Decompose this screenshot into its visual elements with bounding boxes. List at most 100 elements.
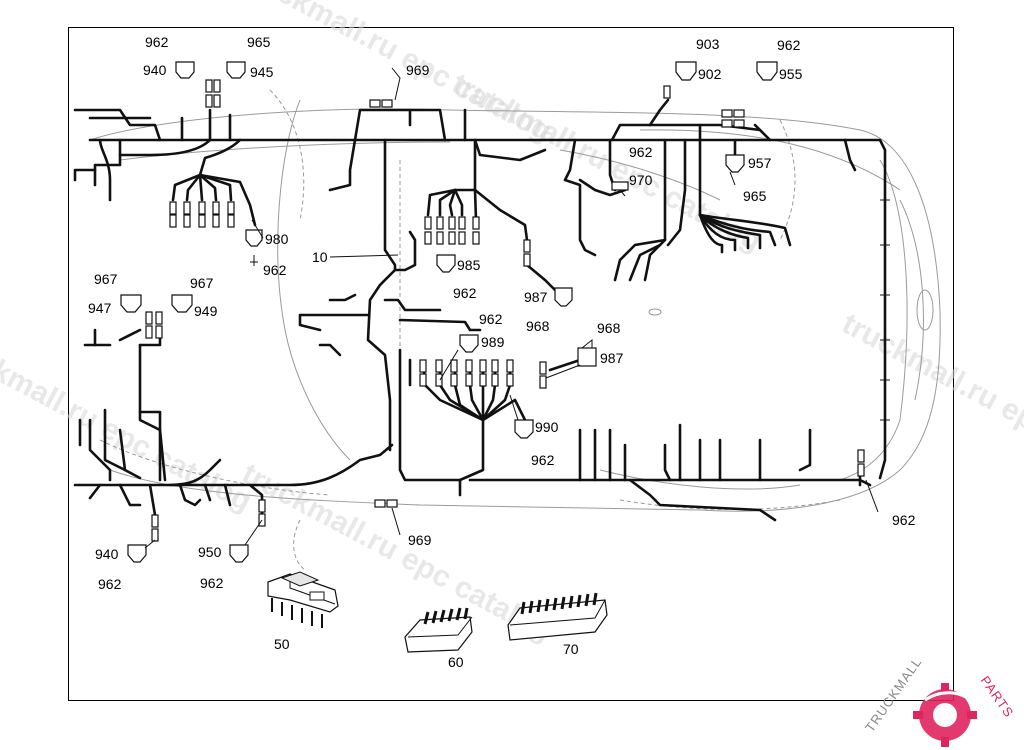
socket-connector [675, 61, 697, 81]
plug-connector [386, 499, 398, 508]
plug-connector [169, 214, 177, 228]
plug-connector [450, 373, 458, 387]
plug-connector [472, 216, 480, 230]
callout-label: 962 [531, 452, 555, 468]
callout-label: 10 [312, 249, 328, 265]
plug-connector [523, 253, 531, 267]
plug-connector [419, 373, 427, 387]
plug-connector [448, 216, 456, 230]
callout-label: 957 [748, 155, 772, 171]
callout-label: 962 [453, 285, 477, 301]
plug-connector [733, 109, 745, 118]
callout-label: 967 [190, 275, 214, 291]
logo-text: TRUCKMALL [862, 654, 925, 734]
plug-connector [450, 359, 458, 373]
plug-connector [465, 373, 473, 387]
callout-label: 970 [629, 172, 653, 188]
plug-connector [145, 311, 153, 325]
callout-label: 962 [629, 144, 653, 160]
callout-label: 962 [263, 262, 287, 278]
callout-label: 945 [250, 64, 274, 80]
plug-connector [145, 325, 153, 339]
callout-label: 965 [247, 34, 271, 50]
plug-connector [539, 375, 547, 389]
plug-connector [198, 214, 206, 228]
plug-connector [857, 449, 865, 463]
gear-icon [913, 683, 977, 747]
plug-connector [212, 214, 220, 228]
plug-connector [198, 201, 206, 215]
plug-connector [151, 528, 159, 542]
connector-strip-70 [507, 592, 608, 641]
plug-connector [721, 119, 733, 128]
plug-connector [491, 373, 499, 387]
plug-connector [151, 514, 159, 528]
callout-label: 962 [98, 576, 122, 592]
plug-connector [733, 119, 745, 128]
plug-connector [458, 231, 466, 245]
socket-connector [577, 347, 597, 367]
plug-connector [479, 359, 487, 373]
socket-connector [459, 334, 479, 353]
plug-connector [721, 109, 733, 118]
socket-connector [436, 254, 456, 273]
socket-connector [611, 181, 629, 191]
wiring-harness [73, 98, 890, 522]
socket-connector [226, 61, 246, 79]
callout-label: 968 [597, 320, 621, 336]
callout-label: 962 [777, 37, 801, 53]
callout-label: 947 [88, 300, 112, 316]
connector-housing-50 [267, 571, 339, 628]
callout-label: 950 [198, 544, 222, 560]
logo-text: PARTS [978, 673, 1017, 720]
plug-connector [436, 231, 444, 245]
plug-connector [465, 359, 473, 373]
callout-label: 60 [448, 654, 464, 670]
callout-label: 70 [563, 641, 579, 657]
plug-connector [523, 239, 531, 253]
callout-label: 962 [145, 34, 169, 50]
plug-connector [374, 499, 386, 508]
plug-connector [479, 373, 487, 387]
socket-connector [245, 229, 263, 247]
socket-connector [171, 294, 193, 313]
truckmall-logo: TRUCKMALL PARTS [862, 654, 1017, 747]
plug-connector [458, 216, 466, 230]
callout-label: 903 [696, 36, 720, 52]
callout-label: 967 [94, 271, 118, 287]
plug-connector [169, 201, 177, 215]
plug-connector [227, 201, 235, 215]
callout-label: 962 [479, 311, 503, 327]
callout-label: 990 [535, 419, 559, 435]
callout-label: 955 [779, 66, 803, 82]
callout-label: 965 [743, 188, 767, 204]
callout-label: 969 [406, 62, 430, 78]
plug-connector [381, 99, 393, 108]
socket-connector [120, 294, 142, 313]
plug-connector [424, 231, 432, 245]
socket-connector [554, 287, 573, 307]
plug-connector [424, 216, 432, 230]
callout-label: 985 [457, 257, 481, 273]
callout-label: 989 [481, 334, 505, 350]
plug-connector [205, 94, 213, 108]
diagram-frame [68, 27, 954, 701]
plug-connector [183, 214, 191, 228]
socket-connector [756, 61, 778, 81]
plug-connector [435, 359, 443, 373]
plug-connector [258, 499, 266, 513]
plug-connector [183, 201, 191, 215]
connectors [120, 61, 879, 563]
plug-connector [155, 311, 163, 325]
plug-connector [227, 214, 235, 228]
plug-connector [448, 231, 456, 245]
callout-label: 969 [408, 532, 432, 548]
callout-label: 940 [143, 62, 167, 78]
spare-connectors [267, 571, 608, 653]
callout-label: 962 [200, 575, 224, 591]
plug-connector [491, 359, 499, 373]
callout-label: 987 [600, 350, 624, 366]
socket-connector [229, 544, 249, 563]
plug-connector [369, 99, 381, 108]
plug-connector [506, 373, 514, 387]
